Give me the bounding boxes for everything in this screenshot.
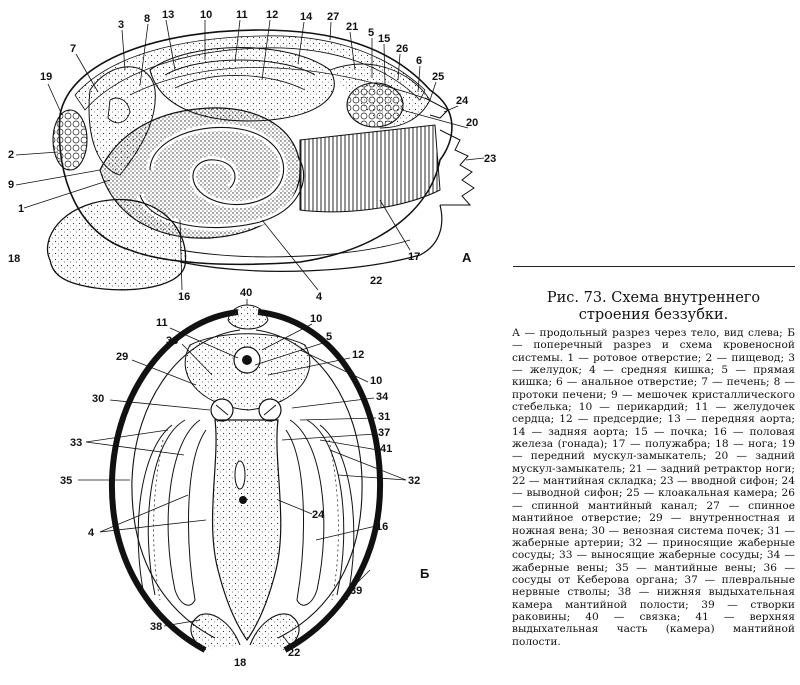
caption-body: А — продольный разрез через тело, вид сл… <box>512 327 795 648</box>
label-a-27: 27 <box>327 11 339 23</box>
label-a-3: 3 <box>118 19 124 31</box>
label-b-39: 39 <box>350 585 362 597</box>
label-a-7: 7 <box>70 43 76 55</box>
label-b-24: 24 <box>312 509 325 521</box>
label-b-12: 12 <box>352 349 364 361</box>
label-b-30: 30 <box>92 393 104 405</box>
label-a-17: 17 <box>408 251 420 263</box>
label-a-25: 25 <box>432 71 444 83</box>
figure-a-longitudinal-section <box>46 29 475 291</box>
label-a-18: 18 <box>8 253 20 265</box>
label-a-22: 22 <box>370 275 382 287</box>
label-a-24: 24 <box>456 95 469 107</box>
figure-a-labels: 13 10 11 12 14 27 21 5 15 26 6 25 24 20 … <box>8 9 496 303</box>
label-a-15: 15 <box>378 33 390 45</box>
gill-demibranch <box>299 124 441 213</box>
label-b-41: 41 <box>380 443 392 455</box>
figure-b-labels: 40 11 10 5 36 12 29 10 34 30 31 37 41 33… <box>60 287 429 669</box>
label-a-6: 6 <box>416 55 422 67</box>
label-b-32: 32 <box>408 475 420 487</box>
label-a-12: 12 <box>266 9 278 21</box>
label-a-20: 20 <box>466 117 478 129</box>
label-a-5: 5 <box>368 27 374 39</box>
panel-letter-b: Б <box>420 566 429 581</box>
label-b-16: 16 <box>376 521 388 533</box>
figure-b-leaders <box>78 299 407 649</box>
figure-b-cross-section <box>108 304 384 653</box>
label-a-23: 23 <box>484 153 496 165</box>
inhalant-siphon <box>439 129 475 206</box>
label-a-10: 10 <box>200 9 212 21</box>
label-a-9: 9 <box>8 179 14 191</box>
panel-letter-a: А <box>462 250 472 265</box>
foot-cross-section <box>211 419 282 642</box>
label-b-11: 11 <box>156 317 168 329</box>
label-a-11: 11 <box>236 9 248 21</box>
label-b-37: 37 <box>378 427 390 439</box>
label-a-2: 2 <box>8 149 14 161</box>
ligament <box>227 304 269 330</box>
label-a-14: 14 <box>300 11 313 23</box>
label-b-10: 10 <box>310 313 322 325</box>
label-b-34: 34 <box>376 391 389 403</box>
mantle-fold-inner <box>179 239 411 258</box>
label-a-1: 1 <box>18 203 24 215</box>
shell-valve-right <box>257 309 384 653</box>
label-b-38: 38 <box>150 621 162 633</box>
label-b-4: 4 <box>88 527 95 539</box>
label-b-35: 35 <box>60 475 72 487</box>
anterior-adductor <box>52 109 88 171</box>
label-b-18: 18 <box>234 657 246 669</box>
label-b-29: 29 <box>116 351 128 363</box>
label-b-36: 36 <box>166 335 178 347</box>
label-b-40: 40 <box>240 287 252 299</box>
label-a-8: 8 <box>144 13 150 25</box>
caption-title: Рис. 73. Схема внутреннего строения безз… <box>546 290 761 323</box>
label-a-26: 26 <box>396 43 408 55</box>
label-b-31: 31 <box>378 411 390 423</box>
figure-caption: Рис. 73. Схема внутреннего строения безз… <box>512 290 795 648</box>
label-b-10b: 10 <box>370 375 382 387</box>
exhalant-siphon <box>424 97 449 119</box>
label-b-22: 22 <box>288 647 300 659</box>
mantle-fold-22 <box>179 204 443 272</box>
foot <box>46 198 187 291</box>
label-a-19: 19 <box>40 71 52 83</box>
label-a-4: 4 <box>316 291 323 303</box>
label-a-13: 13 <box>162 9 174 21</box>
label-a-16: 16 <box>178 291 190 303</box>
caption-divider <box>513 266 795 267</box>
label-b-5: 5 <box>326 331 332 343</box>
label-a-21: 21 <box>346 21 358 33</box>
figure-a-leaders <box>15 19 485 291</box>
label-b-33: 33 <box>70 437 82 449</box>
